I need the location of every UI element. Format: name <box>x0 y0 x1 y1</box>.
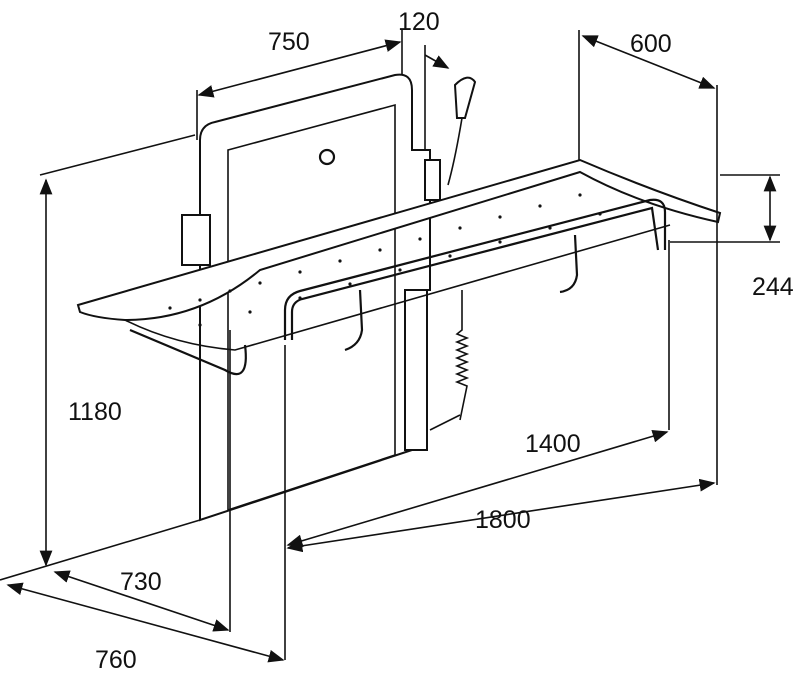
table-top <box>76 158 722 351</box>
hand-control <box>447 76 477 421</box>
control-knob-icon <box>318 148 336 166</box>
dim-table-depth: 600 <box>630 30 672 58</box>
side-rail <box>129 198 667 376</box>
dim-rail-height: 244 <box>752 273 794 301</box>
dimension-lines <box>0 30 780 663</box>
dim-table-length: 1800 <box>475 506 531 534</box>
dim-backrest-width: 750 <box>268 28 310 56</box>
lift-column <box>181 73 461 522</box>
dim-hand-control-offset: 120 <box>398 8 440 36</box>
dim-rail-length: 1400 <box>525 430 581 458</box>
dim-wall-depth-outer: 760 <box>95 646 137 674</box>
dim-wall-depth-inner: 730 <box>120 568 162 596</box>
dim-total-height: 1180 <box>68 398 122 426</box>
